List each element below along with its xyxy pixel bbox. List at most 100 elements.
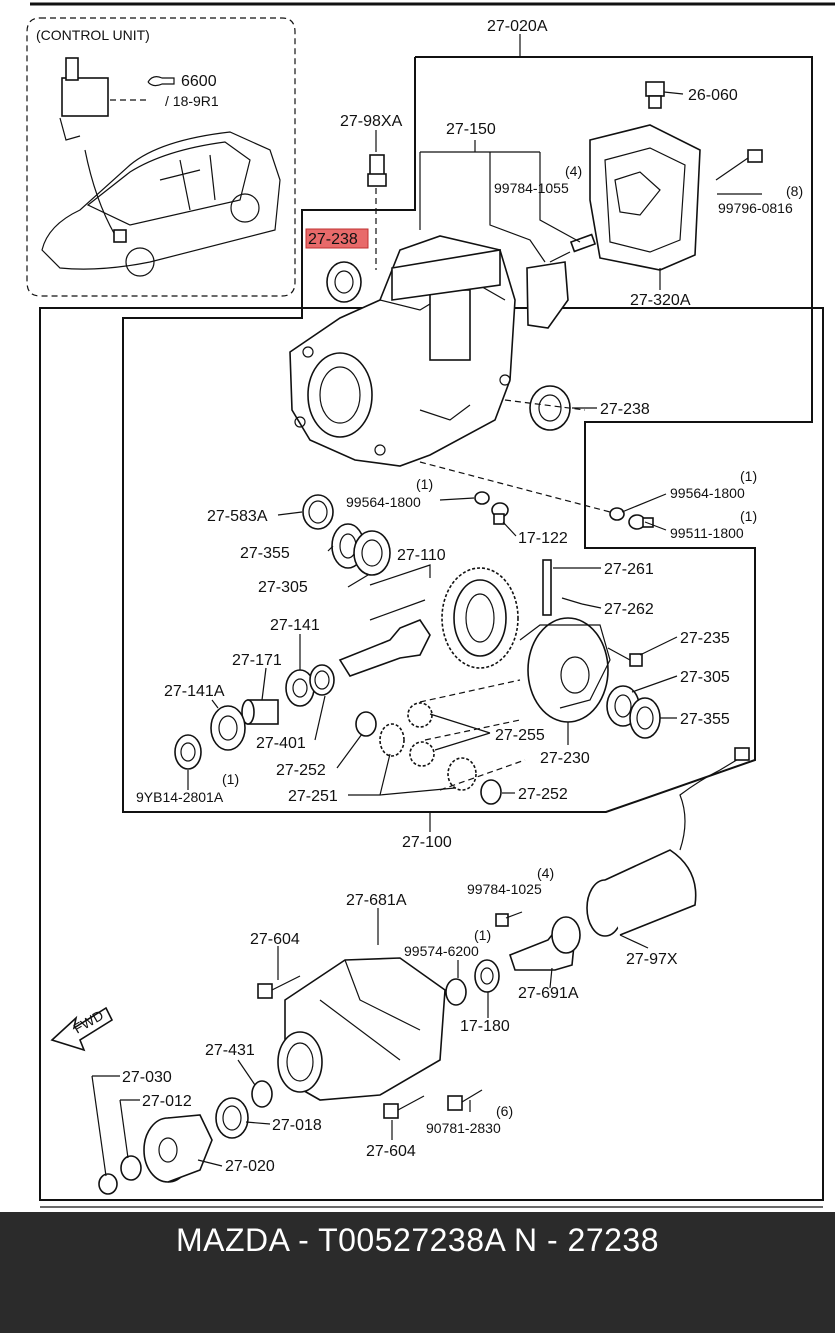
label-27-141: 27-141 (270, 617, 320, 634)
plug-99511-1800 (628, 514, 654, 530)
label-27-355-b: 27-355 (680, 711, 730, 728)
companion-flange-27-020 (143, 1114, 213, 1183)
label-qty-1-a: (1) (416, 476, 433, 492)
nut-27-030 (98, 1173, 118, 1195)
label-27-262: 27-262 (604, 601, 654, 618)
label-99574-6200: 99574-6200 (404, 943, 479, 959)
label-qty-4-a: (4) (565, 163, 582, 179)
label-27-012: 27-012 (142, 1093, 192, 1110)
coupling-27-691A (509, 916, 581, 971)
drive-pinion-27-110 (338, 599, 431, 677)
label-qty-1-b: (1) (740, 468, 757, 484)
bolt-99796-0816 (715, 149, 763, 181)
label-27-261: 27-261 (604, 561, 654, 578)
label-9YB14-2801A: 9YB14-2801A (136, 789, 224, 805)
label-27-320A: 27-320A (630, 292, 691, 309)
pinion-gear-27-255-a (407, 702, 433, 728)
pointer-hand-icon (147, 76, 175, 87)
thrust-washer-27-252-b (480, 779, 502, 805)
label-27-230: 27-230 (540, 750, 590, 767)
pinion-gear-27-255-b (409, 741, 435, 767)
footer-bar (0, 1212, 835, 1333)
washer-27-431 (251, 1080, 273, 1108)
control-unit-ref-2: / 18-9R1 (165, 93, 219, 109)
electronic-coupling-27-97X (586, 747, 750, 937)
pinion-shaft-27-261 (542, 559, 552, 616)
bolt-27-604-b (383, 1095, 425, 1119)
label-27-018: 27-018 (272, 1117, 322, 1134)
label-27-305-b: 27-305 (680, 669, 730, 686)
washer-99574-6200 (445, 978, 467, 1006)
label-qty-4-b: (4) (537, 865, 554, 881)
label-27-100: 27-100 (402, 834, 452, 851)
label-99511-1800: 99511-1800 (670, 525, 744, 541)
side-gear-27-251-a (379, 723, 405, 757)
bearing-27-355-b (629, 697, 661, 739)
label-27-020A: 27-020A (487, 18, 548, 35)
gasket-99564-1800-a (474, 491, 490, 505)
label-27-251: 27-251 (288, 788, 338, 805)
label-27-252-a: 27-252 (276, 762, 326, 779)
side-gear-27-251-b (447, 757, 477, 791)
label-27-141A: 27-141A (164, 683, 225, 700)
label-27-604-a: 27-604 (250, 931, 300, 948)
oil-seal-27-238-right (529, 385, 571, 431)
shim-27-583A (302, 494, 334, 530)
bearing-cap-27-150 (526, 233, 597, 329)
pin-27-262 (561, 597, 583, 605)
label-27-020: 27-020 (225, 1158, 275, 1175)
ring-27-401 (309, 664, 335, 696)
label-27-235: 27-235 (680, 630, 730, 647)
dash-line-seal (504, 399, 586, 411)
bearing-race-27-305-a (353, 530, 391, 576)
label-99784-1025: 99784-1025 (467, 881, 542, 897)
fwd-arrow-icon: FWD (50, 1007, 114, 1052)
oil-seal-27-018 (215, 1097, 249, 1139)
oil-seal-9YB14-2801A (174, 734, 202, 770)
bolt-90781-2830 (447, 1089, 483, 1111)
label-27-255: 27-255 (495, 727, 545, 744)
label-27-97X: 27-97X (626, 951, 678, 968)
differential-housing (289, 235, 516, 467)
label-27-238-right: 27-238 (600, 401, 650, 418)
plug-17-122 (491, 502, 509, 525)
label-27-305-a: 27-305 (258, 579, 308, 596)
label-qty-1-d: (1) (222, 771, 239, 787)
label-17-180: 17-180 (460, 1018, 510, 1035)
bearing-27-141A (210, 705, 246, 751)
label-99796-0816: 99796-0816 (718, 200, 793, 216)
label-99564-1800-a: 99564-1800 (346, 494, 421, 510)
label-27-252-b: 27-252 (518, 786, 568, 803)
label-27-171: 27-171 (232, 652, 282, 669)
oil-seal-27-238-top (326, 261, 362, 303)
highlight-box (305, 228, 369, 249)
label-qty-1-e: (1) (474, 927, 491, 943)
label-27-401: 27-401 (256, 735, 306, 752)
sensor-27-98XA (367, 154, 387, 270)
spacer-27-171 (241, 699, 279, 725)
dash-lines-gears (419, 679, 526, 791)
carrier-27-681A (277, 957, 446, 1101)
gasket-99564-1800-b (609, 507, 625, 521)
thrust-washer-27-252-a (355, 711, 377, 737)
label-27-691A: 27-691A (518, 985, 579, 1002)
label-qty-8: (8) (786, 183, 803, 199)
ring-gear-27-110 (441, 567, 519, 669)
control-unit-box (26, 17, 296, 297)
oil-seal-17-180 (474, 959, 500, 993)
bolt-27-604-a (257, 975, 301, 999)
label-27-238-top: 27-238 (308, 231, 358, 248)
dash-line-housing (419, 461, 611, 513)
bolt-99784-1025 (495, 911, 523, 927)
label-27-030: 27-030 (122, 1069, 172, 1086)
label-27-583A: 27-583A (207, 508, 268, 525)
label-27-98XA: 27-98XA (340, 113, 403, 130)
assembly-27-020A-frame (122, 56, 813, 813)
label-27-355-a: 27-355 (240, 545, 290, 562)
label-27-604-b: 27-604 (366, 1143, 416, 1160)
leader-lines (91, 91, 762, 1177)
washer-27-012 (120, 1155, 142, 1181)
label-90781-2830: 90781-2830 (426, 1120, 501, 1136)
label-99564-1800-b: 99564-1800 (670, 485, 745, 501)
